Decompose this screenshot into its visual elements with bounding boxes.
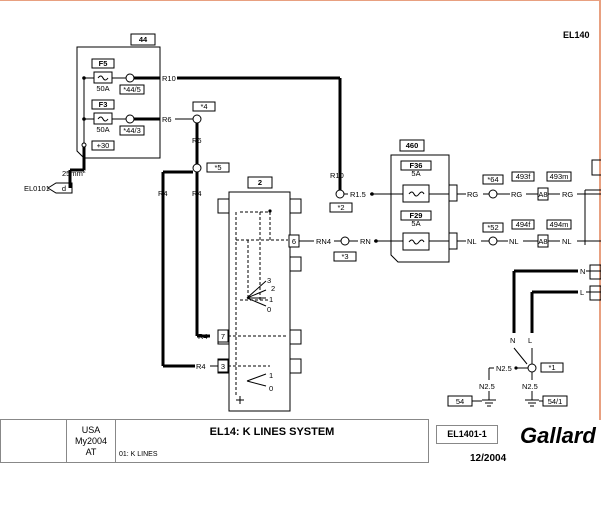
region-text: USA bbox=[81, 425, 101, 435]
wire-nl-label-3: NL bbox=[562, 237, 572, 246]
switch-pos-1: 1 bbox=[269, 295, 273, 304]
fuse-panel-ref: 44 bbox=[139, 35, 148, 44]
wire-l-label-2: L bbox=[528, 336, 532, 345]
wire-nl-label-2: NL bbox=[509, 237, 519, 246]
doc-date: 12/2004 bbox=[470, 453, 507, 464]
doc-code: EL1401-1 bbox=[447, 429, 487, 439]
wire-r6-label: R6 bbox=[162, 115, 172, 124]
model-year-text: My2004 bbox=[74, 436, 108, 446]
title-cell-spec: USA My2004 AT bbox=[66, 419, 116, 463]
wire-r4-label-d: R4 bbox=[196, 362, 206, 371]
brand-logo: Gallard bbox=[520, 423, 596, 448]
wire-r10-label-2: R10 bbox=[330, 171, 344, 180]
connector-1: *1 bbox=[548, 363, 555, 372]
wire-r6-label-2: R6 bbox=[192, 136, 202, 145]
connector-4: *4 bbox=[200, 102, 207, 111]
fuse-box-460: 460 F36 5A F29 5A bbox=[390, 139, 458, 263]
wire-r4-label-a: R4 bbox=[192, 189, 202, 198]
fuse-f5-connector: *44/5 bbox=[123, 85, 141, 94]
ground-right-label: N2.5 bbox=[522, 382, 538, 391]
switch-pin-7: 7 bbox=[221, 332, 225, 341]
fuse-f29-rating: 5A bbox=[411, 219, 420, 228]
wire-r4-label-b: R4 bbox=[158, 189, 168, 198]
fuse-f29-label: F29 bbox=[410, 211, 423, 220]
wire-n-label-2: N bbox=[510, 336, 515, 345]
fuse-f5-rating: 50A bbox=[96, 84, 109, 93]
switch-pos-2: 2 bbox=[271, 284, 275, 293]
ground-right-ref: 54/1 bbox=[548, 397, 563, 406]
title-cell-blank bbox=[0, 419, 67, 463]
external-ref: EL0101 bbox=[24, 184, 50, 193]
wire-rg-label: RG bbox=[467, 190, 478, 199]
wire-r4-label-c: R4 bbox=[198, 332, 208, 341]
cable-size: 25mm2 bbox=[62, 169, 86, 178]
wire-n-label: N bbox=[580, 267, 585, 276]
ground-left-ref: 54 bbox=[456, 397, 464, 406]
ground-tag: d bbox=[62, 184, 66, 193]
wire-rn4-label: RN4 bbox=[316, 237, 331, 246]
connector-52: *52 bbox=[487, 223, 498, 232]
switch-pos-3: 3 bbox=[267, 276, 271, 285]
connector-3: *3 bbox=[341, 252, 348, 261]
switch-low-pos-0: 0 bbox=[269, 384, 273, 393]
wire-r15-label: R1.5 bbox=[350, 190, 366, 199]
title-block: USA My2004 AT EL14: K LINES SYSTEM 01: K… bbox=[0, 419, 601, 464]
connector-2: *2 bbox=[337, 203, 344, 212]
sub-title: 01: K LINES bbox=[119, 451, 158, 458]
fuse-f36-label: F36 bbox=[410, 161, 423, 170]
connector-493f: 493f bbox=[516, 172, 532, 181]
doc-code-box: EL1401-1 bbox=[436, 425, 498, 444]
switch-low-pos-1: 1 bbox=[269, 371, 273, 380]
title-cell-system: EL14: K LINES SYSTEM 01: K LINES bbox=[115, 419, 429, 463]
fuse-f36-rating: 5A bbox=[411, 169, 420, 178]
fuse-f5-label: F5 bbox=[99, 59, 108, 68]
connector-493m: 493m bbox=[550, 172, 569, 181]
supply-label: +30 bbox=[97, 141, 110, 150]
wiring-diagram: EL140 44 F5 50A *44/5 F3 50A *44/3 bbox=[0, 0, 601, 420]
switch-2: 2 6 7 3 3 2 1 0 1 0 bbox=[217, 176, 302, 412]
connector-494f: 494f bbox=[516, 220, 532, 229]
wire-n25-label: N2.5 bbox=[496, 364, 512, 373]
fuse-panel-44: 44 F5 50A *44/5 F3 50A *44/3 +30 bbox=[24, 33, 161, 194]
ground-left-label: N2.5 bbox=[479, 382, 495, 391]
wire-l-label: L bbox=[580, 288, 584, 297]
switch-ref: 2 bbox=[258, 178, 262, 187]
switch-pin-3: 3 bbox=[221, 362, 225, 371]
connector-494m: 494m bbox=[550, 220, 569, 229]
wire-rg-label-3: RG bbox=[562, 190, 573, 199]
fuse-f3-connector: *44/3 bbox=[123, 126, 141, 135]
wire-rn-label: RN bbox=[360, 237, 371, 246]
connector-64: *64 bbox=[487, 175, 498, 184]
connector-5: *5 bbox=[214, 163, 221, 172]
switch-pos-0: 0 bbox=[267, 305, 271, 314]
wire-rg-label-2: RG bbox=[511, 190, 522, 199]
system-title: EL14: K LINES SYSTEM bbox=[209, 426, 335, 438]
wire-r10-label: R10 bbox=[162, 74, 176, 83]
wire-nl-label: NL bbox=[467, 237, 477, 246]
pin-a8-lower: A8 bbox=[538, 237, 547, 246]
fuse-f3-rating: 50A bbox=[96, 125, 109, 134]
switch-pin-6: 6 bbox=[292, 237, 296, 246]
fuse-f3-label: F3 bbox=[99, 100, 108, 109]
trans-text: AT bbox=[85, 447, 97, 457]
page-code: EL140 bbox=[563, 30, 590, 40]
fuse-box-ref: 460 bbox=[406, 141, 419, 150]
pin-a8-upper: A8 bbox=[538, 190, 547, 199]
